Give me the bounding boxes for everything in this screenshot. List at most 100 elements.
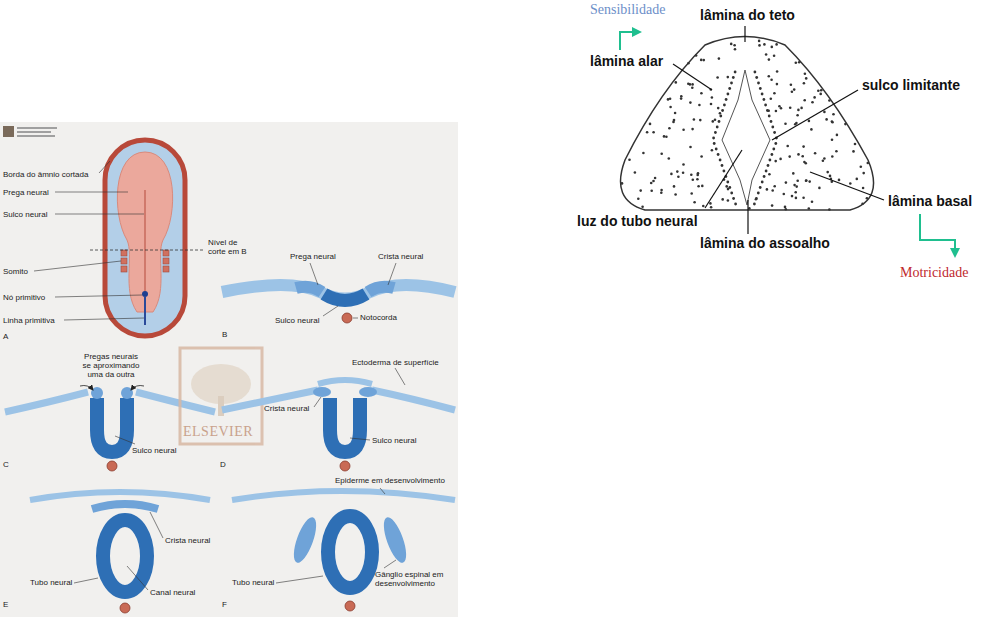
neural-tube-section bbox=[92, 504, 158, 509]
cell-dots bbox=[669, 97, 672, 100]
panel-letter: F bbox=[222, 600, 227, 609]
label-slot: Sulco neural bbox=[3, 210, 47, 219]
cell-dots bbox=[774, 160, 777, 163]
part-label: Nível de corte em B bbox=[208, 238, 250, 256]
cell-dots bbox=[780, 107, 783, 110]
cell-dots bbox=[773, 92, 776, 95]
leader-lines-right bbox=[810, 172, 884, 200]
cell-dots bbox=[734, 48, 737, 51]
leader-lines-b bbox=[353, 318, 358, 319]
cell-dots bbox=[759, 186, 762, 189]
label-slot: Motricidade bbox=[900, 265, 968, 280]
cell-dots bbox=[776, 70, 779, 73]
cell-dots bbox=[660, 152, 663, 155]
cell-dots bbox=[803, 99, 806, 102]
cell-dots bbox=[805, 179, 808, 182]
publisher-logo bbox=[3, 126, 14, 137]
cell-dots bbox=[813, 96, 816, 99]
neural-groove-section bbox=[5, 392, 88, 412]
cell-dots bbox=[852, 150, 855, 153]
cell-dots bbox=[803, 82, 806, 85]
cell-dots bbox=[703, 59, 706, 62]
spinal-ganglion-section bbox=[232, 491, 455, 611]
cell-dots bbox=[714, 131, 717, 134]
leader-lines-right bbox=[673, 26, 884, 234]
cell-dots bbox=[712, 137, 715, 140]
fold-arrows bbox=[80, 386, 144, 391]
leader-lines-b bbox=[323, 306, 338, 316]
cell-dots bbox=[831, 138, 834, 141]
cell-dots bbox=[817, 89, 820, 92]
label-slot: Crista neural bbox=[165, 536, 210, 545]
cell-dots bbox=[831, 121, 834, 124]
cell-dots bbox=[728, 87, 731, 90]
watermark: ELSEVIER bbox=[183, 424, 253, 439]
cell-dots bbox=[861, 203, 864, 206]
cell-dots bbox=[721, 109, 724, 112]
embryo-dorsal-view bbox=[121, 266, 127, 272]
part-label: Somito bbox=[3, 267, 28, 276]
cell-dots bbox=[805, 162, 808, 165]
cell-dots bbox=[770, 98, 773, 101]
cell-dots bbox=[727, 199, 730, 202]
cell-dots bbox=[763, 43, 766, 46]
leader-lines-f bbox=[380, 488, 385, 494]
part-label: Nó primitivo bbox=[3, 293, 45, 302]
cell-dots bbox=[725, 185, 728, 188]
leader-lines-a bbox=[99, 161, 110, 173]
label-slot: Canal neural bbox=[150, 588, 195, 597]
cell-dots bbox=[668, 127, 671, 130]
cell-dots bbox=[768, 115, 771, 118]
embryo-dorsal-view bbox=[163, 258, 169, 264]
cell-dots bbox=[687, 82, 690, 85]
panel-letter: C bbox=[3, 460, 9, 469]
part-label: Prega neural bbox=[290, 252, 336, 261]
leader-lines-a bbox=[55, 295, 142, 297]
cell-dots bbox=[823, 157, 826, 160]
cell-dots bbox=[771, 153, 774, 156]
cell-dots bbox=[689, 146, 692, 149]
cell-dots bbox=[680, 95, 683, 98]
function-label: Motricidade bbox=[900, 265, 968, 280]
neural-tube-section bbox=[30, 492, 210, 613]
cell-dots bbox=[719, 115, 722, 118]
cell-dots bbox=[771, 189, 774, 192]
cell-dots bbox=[758, 44, 761, 47]
spinal-ganglion-section bbox=[289, 515, 320, 566]
cell-dots bbox=[660, 189, 663, 192]
embryo-dorsal-view bbox=[144, 297, 146, 325]
label-slot: luz do tubo neural bbox=[577, 214, 698, 229]
cell-dots bbox=[733, 44, 736, 47]
cell-dots bbox=[700, 59, 703, 62]
cell-dots bbox=[801, 155, 804, 158]
cell-dots bbox=[682, 163, 685, 166]
cell-dots bbox=[646, 131, 649, 134]
cell-dots bbox=[665, 135, 668, 138]
cell-dots bbox=[757, 82, 760, 85]
cell-dots bbox=[856, 178, 859, 181]
spinal-ganglion-section bbox=[379, 515, 410, 566]
cell-dots bbox=[714, 118, 717, 121]
cell-dots bbox=[674, 193, 677, 196]
label-slot: sulco limitante bbox=[862, 78, 960, 93]
cell-dots bbox=[672, 121, 675, 124]
cell-dots bbox=[755, 76, 758, 79]
cell-dots bbox=[728, 186, 731, 189]
label-slot: F bbox=[222, 600, 227, 609]
cell-dots bbox=[691, 83, 694, 86]
cell-dots bbox=[702, 205, 705, 208]
cell-dots bbox=[682, 129, 685, 132]
cell-dots bbox=[693, 118, 696, 121]
neural-tube-section bbox=[30, 492, 210, 500]
cell-dots bbox=[805, 179, 808, 182]
neural-folds-section bbox=[313, 387, 331, 397]
cell-dots bbox=[755, 197, 758, 200]
embryo-dorsal-view bbox=[163, 266, 169, 272]
cell-dots bbox=[818, 187, 821, 190]
cell-dots bbox=[819, 93, 822, 96]
cell-dots bbox=[774, 142, 777, 145]
embryo-dorsal-view bbox=[121, 250, 127, 256]
